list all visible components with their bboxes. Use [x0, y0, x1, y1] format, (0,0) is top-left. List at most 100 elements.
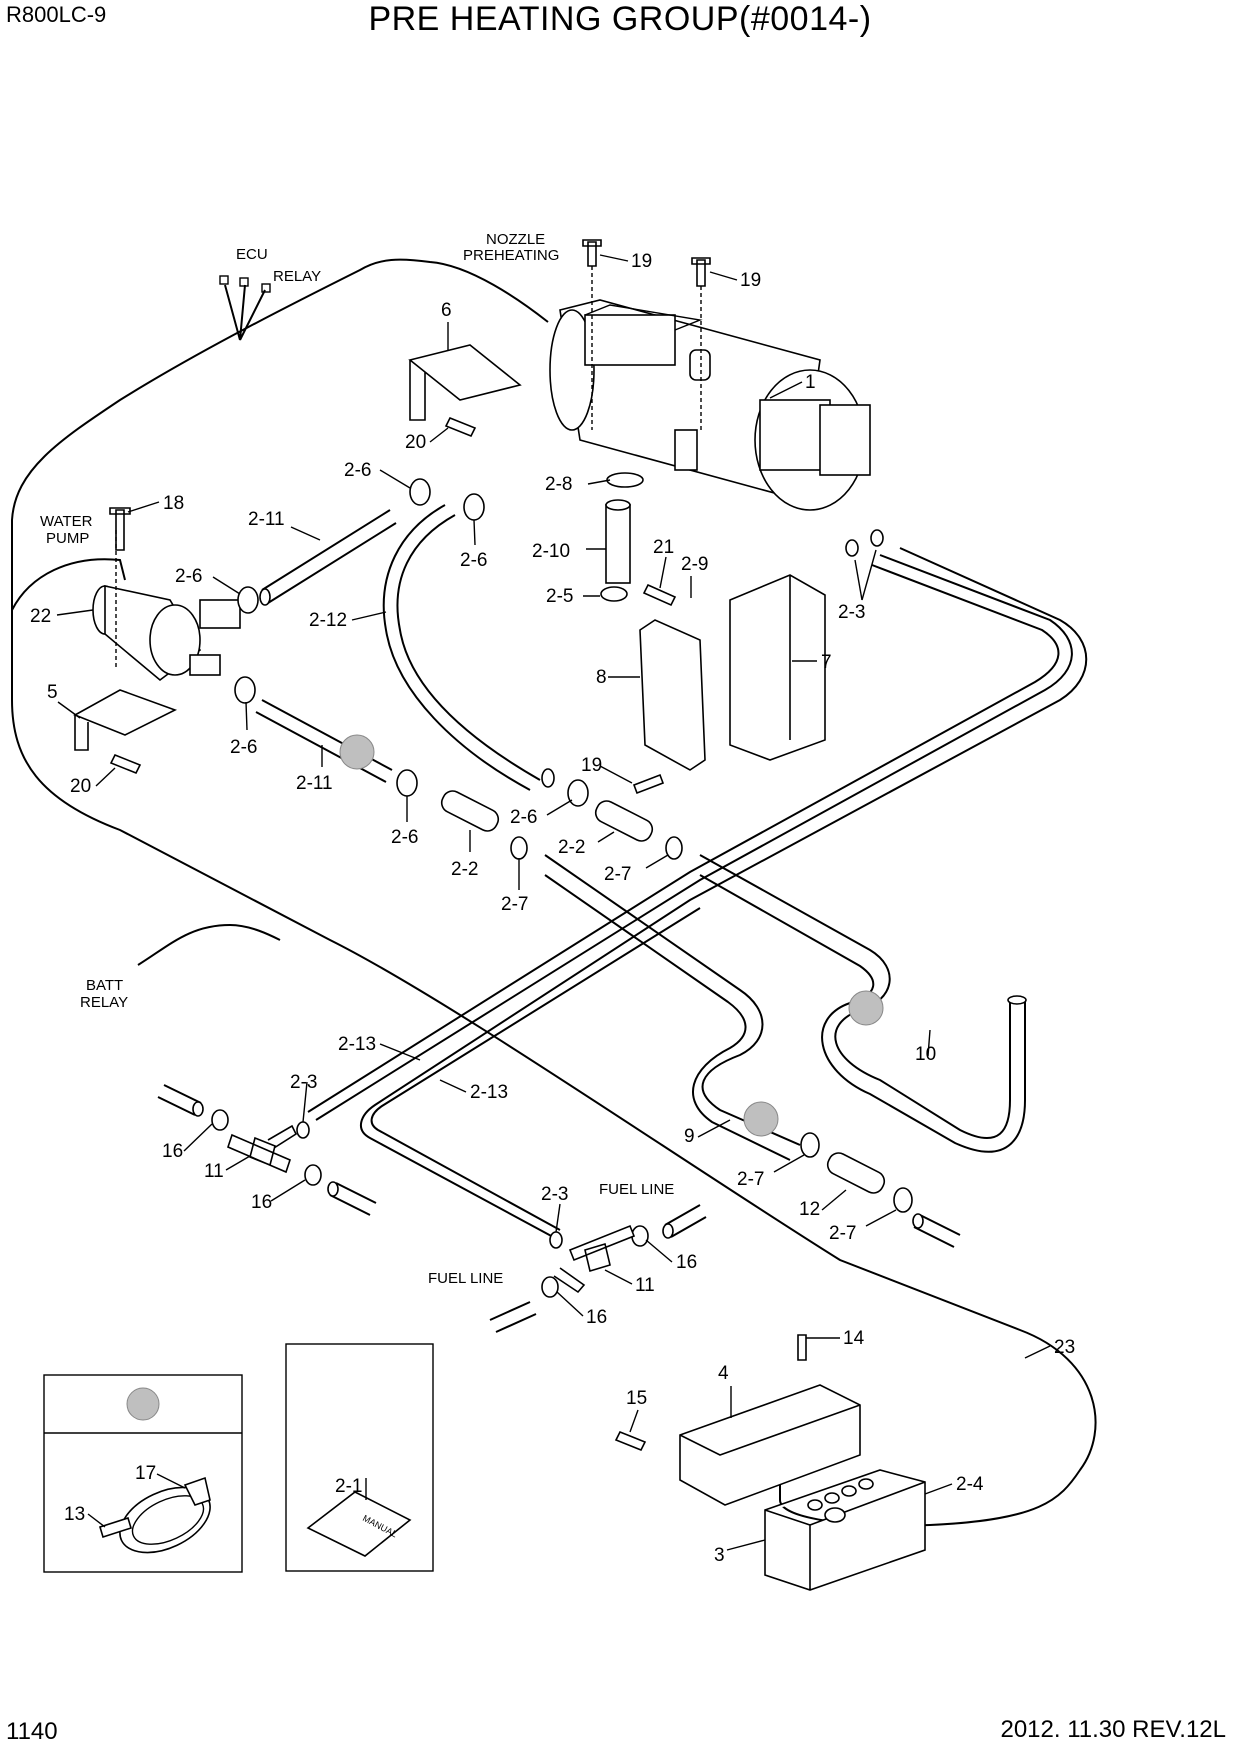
callout-21: 21: [653, 537, 674, 558]
callout-14: 14: [843, 1328, 865, 1349]
clamp-marker-1: [339, 734, 375, 770]
wire-batt-relay: [137, 923, 281, 966]
callout-16: 16: [586, 1307, 607, 1328]
label-fuel-line-b: FUEL LINE: [428, 1270, 503, 1287]
callout-22: 22: [30, 606, 51, 627]
callout-2-4: 2-4: [956, 1474, 984, 1495]
manual-book: [306, 1491, 412, 1557]
label-nozzle: NOZZLE: [486, 231, 545, 248]
callout-2-7: 2-7: [737, 1169, 764, 1190]
callout-5: 5: [47, 682, 58, 703]
legend-marker: [126, 1387, 160, 1421]
callout-23: 23: [1054, 1337, 1075, 1358]
label-batt: BATT: [86, 977, 123, 994]
callout-17: 17: [135, 1463, 156, 1484]
callout-11: 11: [635, 1275, 655, 1296]
pipe-9-inner: [544, 874, 791, 1161]
grommet-2-5: [600, 586, 628, 602]
callout-2-13: 2-13: [470, 1082, 508, 1103]
callout-9: 9: [684, 1126, 695, 1147]
hose-clamps: [211, 478, 913, 1298]
fuel-line-tube-d: [370, 907, 701, 1231]
callout-10: 10: [915, 1044, 936, 1065]
callout-2-12: 2-12: [309, 610, 347, 631]
tube-2-10-top: [605, 499, 631, 511]
callout-13: 13: [64, 1504, 85, 1525]
tee-connector-11-right: [553, 1224, 636, 1294]
wire-ecu-branch: [224, 284, 266, 341]
pipe-9-outer: [544, 854, 801, 1146]
bolts: [109, 239, 807, 1452]
page-title: PRE HEATING GROUP(#0014-): [368, 0, 872, 38]
manual-box: [285, 1343, 434, 1572]
hose-2-12-end: [541, 768, 555, 788]
callout-2-10: 2-10: [532, 541, 570, 562]
callout-2-7: 2-7: [501, 894, 528, 915]
callout-20: 20: [405, 432, 426, 453]
leader-lines: [56, 254, 1051, 1551]
wire-harness-upper: [11, 258, 1097, 1527]
callout-2-7: 2-7: [829, 1223, 856, 1244]
legend-box: [43, 1374, 243, 1573]
callout-2-6: 2-6: [460, 550, 487, 571]
callout-2-13: 2-13: [338, 1034, 376, 1055]
hose-2-12: [382, 504, 541, 791]
callout-2-5: 2-5: [546, 586, 573, 607]
page-number: 1140: [6, 1718, 58, 1745]
callout-19: 19: [581, 755, 602, 776]
callout-11: 11: [204, 1161, 224, 1182]
callout-2-6: 2-6: [510, 807, 537, 828]
fuel-line-tube-c: [360, 547, 1088, 1239]
callout-2-6: 2-6: [344, 460, 371, 481]
callout-2-3: 2-3: [290, 1072, 317, 1093]
callout-2-7: 2-7: [604, 864, 631, 885]
callout-3: 3: [714, 1545, 725, 1566]
callout-15: 15: [626, 1388, 647, 1409]
fuel-line-tube-b: [307, 564, 1060, 1113]
callout-1: 1: [805, 372, 816, 393]
clamp-17-detail: [99, 1476, 211, 1554]
callout-2-9: 2-9: [681, 554, 708, 575]
hose-2-11-upper: [261, 509, 397, 604]
clamp-2-8: [606, 472, 644, 488]
callout-16: 16: [251, 1192, 272, 1213]
callout-18: 18: [163, 493, 184, 514]
pipe-10-outer: [699, 854, 1011, 1140]
callout-2-11: 2-11: [248, 509, 285, 530]
callout-2-6: 2-6: [391, 827, 418, 848]
pipe-10-inner: [699, 874, 1026, 1153]
control-box-bracket-4: [679, 1384, 861, 1506]
controller-panel-3: [764, 1469, 926, 1591]
callout-19: 19: [631, 251, 652, 272]
callout-2-3: 2-3: [541, 1184, 568, 1205]
callout-2-1: 2-1: [335, 1476, 362, 1497]
tube-2-10: [605, 504, 631, 584]
revision-date: 2012. 11.30 REV.12L: [1000, 1716, 1226, 1743]
connector-relay: [261, 283, 271, 293]
label-relay: RELAY: [273, 268, 321, 285]
label-batt-relay: RELAY: [80, 994, 128, 1011]
connector-ecu-1: [219, 275, 229, 285]
tee-connector-11-left: [227, 1124, 298, 1174]
hose-2-11-lower: [255, 699, 393, 783]
callout-6: 6: [441, 300, 452, 321]
callout-8: 8: [596, 667, 607, 688]
label-preheating: PREHEATING: [463, 247, 559, 264]
bracket-8: [639, 619, 706, 771]
controller-buttons: [807, 1478, 874, 1523]
callout-2-2: 2-2: [558, 837, 585, 858]
clamp-marker-2: [848, 990, 884, 1026]
clamp-marker-3: [743, 1101, 779, 1137]
tube-2-2-a: [440, 790, 500, 832]
callout-2-8: 2-8: [545, 474, 572, 495]
heater-unit: [549, 299, 871, 511]
callout-12: 12: [799, 1199, 820, 1220]
callout-labels: 1 2-1 2-2 2-2 2-3 2-3 2-3 2-4 2-5 2-6 2-…: [30, 251, 1075, 1566]
tube-12: [826, 1152, 886, 1194]
water-pump: [92, 585, 241, 682]
pipe-10-end: [1007, 995, 1027, 1005]
bracket-6: [408, 344, 522, 421]
callout-2-6: 2-6: [175, 566, 202, 587]
tube-2-2-b: [594, 800, 654, 842]
